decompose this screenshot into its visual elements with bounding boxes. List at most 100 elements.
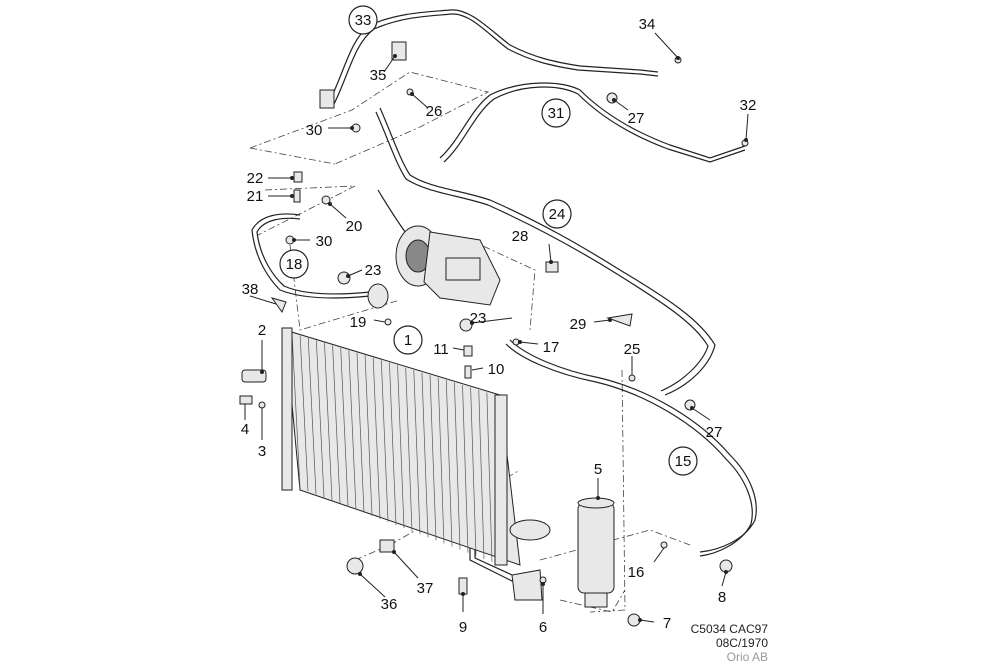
callout-number: 23: [470, 310, 487, 327]
condenser-fin: [462, 385, 469, 553]
callout-number: 30: [306, 122, 323, 139]
callout-c16: 16: [628, 564, 645, 581]
callout-number: 26: [426, 103, 443, 120]
callout-number: 1: [404, 332, 412, 349]
callout-c31: 31: [541, 98, 571, 128]
oring-20: [321, 195, 331, 205]
callout-number: 8: [718, 589, 726, 606]
callout-c17: 17: [543, 339, 560, 356]
callout-c21: 21: [247, 188, 264, 205]
callout-number: 22: [247, 170, 264, 187]
callout-c3: 3: [258, 443, 266, 460]
callout-c23a: 23: [365, 262, 382, 279]
condenser-fin: [372, 357, 381, 519]
callout-leaders: [244, 32, 749, 623]
callout-c28: 28: [512, 228, 529, 245]
condenser-fin: [291, 332, 301, 489]
callout-circle: [542, 199, 572, 229]
callout-circle: [279, 249, 309, 279]
callout-c34: 34: [639, 16, 656, 33]
callout-c27b: 27: [706, 424, 723, 441]
condenser-fin: [356, 352, 365, 513]
bracket-37: [379, 539, 395, 553]
condenser-fin: [445, 380, 453, 547]
callout-circle: [541, 98, 571, 128]
callout-c29: 29: [570, 316, 587, 333]
callout-c36: 36: [381, 596, 398, 613]
condenser-fin: [380, 360, 389, 522]
condenser-fin: [478, 390, 485, 559]
callout-c1: 1: [393, 325, 423, 355]
dryer-bracket: [509, 519, 551, 601]
callout-number: 2: [258, 322, 266, 339]
condenser-fin: [299, 335, 309, 492]
callout-c22: 22: [247, 170, 264, 187]
condenser-fin: [348, 350, 357, 510]
condenser-fin: [324, 342, 333, 501]
callout-c7: 7: [663, 615, 671, 632]
oring-3: [258, 401, 266, 409]
bolt-36: [346, 557, 364, 575]
condenser-fin: [470, 387, 477, 556]
refrigerant-lines: [251, 9, 757, 586]
callout-c8: 8: [718, 589, 726, 606]
callout-number: 38: [242, 281, 259, 298]
cap-11: [463, 345, 473, 357]
callout-number: 28: [512, 228, 529, 245]
pipe-clamp-33: [319, 89, 335, 109]
callout-c11: 11: [433, 341, 449, 358]
callout-c5: 5: [594, 461, 602, 478]
callout-c25: 25: [624, 341, 641, 358]
valve-21: [293, 189, 301, 203]
oring-25: [628, 374, 636, 382]
callout-number: 29: [570, 316, 587, 333]
callout-c2: 2: [258, 322, 266, 339]
callout-number: 4: [241, 421, 249, 438]
callout-number: 35: [370, 67, 387, 84]
condenser-fin: [389, 362, 397, 525]
cap-22: [293, 171, 303, 183]
valve-10: [464, 365, 472, 379]
callout-number: 32: [740, 97, 757, 114]
callout-c38: 38: [242, 281, 259, 298]
callout-c35: 35: [370, 67, 387, 84]
callout-circle: [348, 5, 378, 35]
condenser-fin: [364, 355, 373, 516]
condenser-fin: [429, 375, 437, 541]
condenser-fin: [340, 347, 349, 507]
drawing-code: C5034 CAC97: [690, 622, 768, 636]
clip-29: [606, 313, 633, 327]
callout-number: 9: [459, 619, 467, 636]
condenser-fin: [332, 345, 341, 504]
callout-c9: 9: [459, 619, 467, 636]
callout-c33: 33: [348, 5, 378, 35]
condenser-fin: [437, 377, 445, 544]
condenser-fin: [316, 340, 325, 498]
callout-number: 27: [628, 110, 645, 127]
callout-circle: [393, 325, 423, 355]
condenser-fin: [405, 367, 413, 532]
callout-c30a: 30: [306, 122, 323, 139]
callout-c20: 20: [346, 218, 363, 235]
callout-number: 37: [417, 580, 434, 597]
callout-number: 18: [286, 256, 303, 273]
callout-c24: 24: [542, 199, 572, 229]
condenser-fin: [397, 365, 405, 529]
callout-number: 15: [675, 453, 692, 470]
callout-c18: 18: [279, 249, 309, 279]
hose-fitting-18: [367, 283, 389, 309]
callout-number: 33: [355, 12, 372, 29]
callout-number: 20: [346, 218, 363, 235]
callout-number: 11: [433, 341, 449, 358]
condenser-fin: [413, 370, 421, 535]
condenser: [281, 327, 521, 566]
publisher-name: Orio AB: [726, 650, 768, 664]
callout-c10: 10: [488, 361, 505, 378]
condenser-fin: [421, 372, 429, 538]
callout-c32: 32: [740, 97, 757, 114]
callout-c26: 26: [426, 103, 443, 120]
callout-number: 25: [624, 341, 641, 358]
callout-number: 17: [543, 339, 560, 356]
receiver-dryer: [577, 497, 615, 608]
